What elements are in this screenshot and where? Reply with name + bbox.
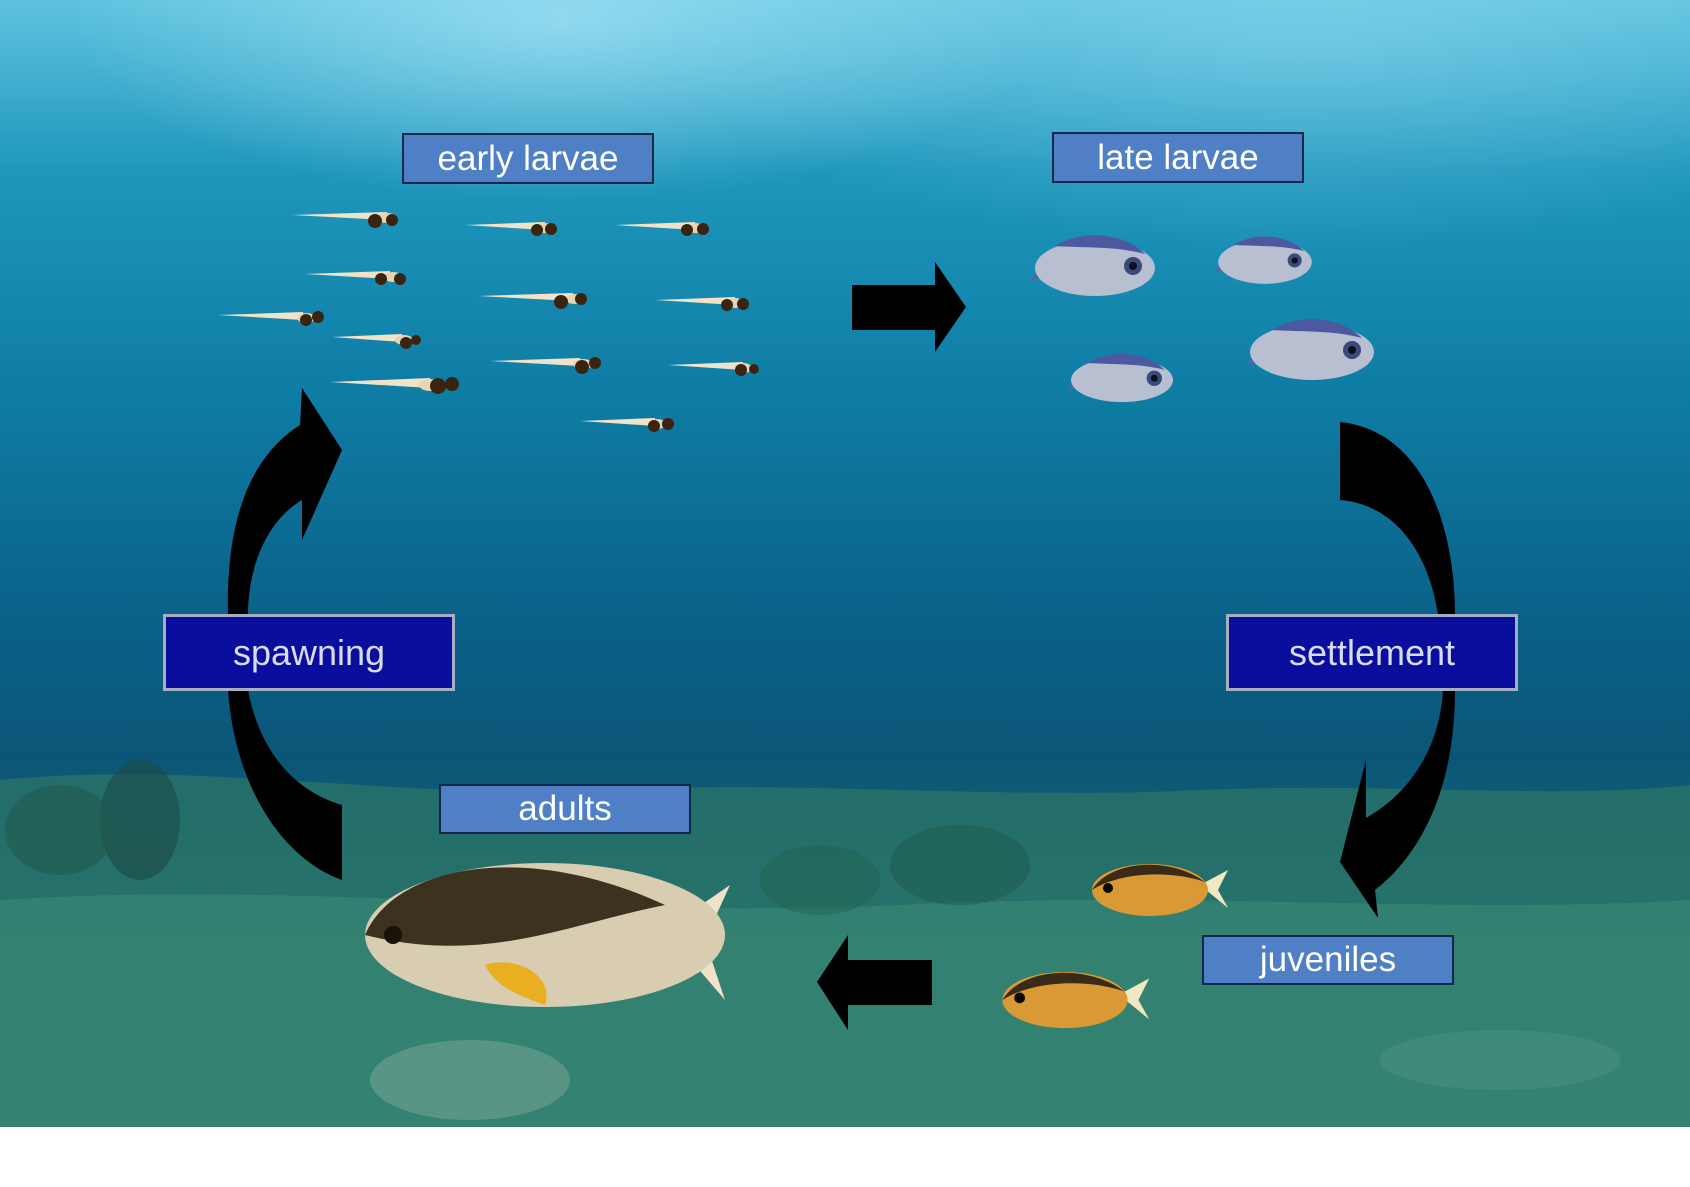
adult-fish [365,863,730,1007]
label-spawning: spawning [163,614,455,691]
bottom-margin [0,1127,1690,1187]
life-cycle-diagram [0,212,1690,1127]
early-larva [330,377,459,394]
late-larva [1214,236,1312,284]
juvenile-fish [1002,971,1150,1029]
early-larva [218,311,324,326]
label-juveniles: juveniles [1202,935,1454,985]
label-settlement: settlement [1226,614,1518,691]
late-larva [1066,353,1173,403]
arrow-spawning-to-early-larvae [227,388,342,615]
juvenile-fish [1092,864,1228,916]
arrow-juveniles-to-adults [817,935,932,1030]
early-larva [292,212,398,228]
juveniles-group [1002,864,1228,1029]
arrow-early-to-late [852,262,966,352]
early-larvae-school [218,212,759,432]
label-adults: adults [439,784,691,834]
arrow-late-to-settlement [1340,422,1455,615]
arrow-settlement-to-juveniles [1340,690,1455,918]
arrow-adults-to-spawning [228,690,342,880]
early-larva [465,222,557,236]
late-larva [1247,319,1374,380]
label-early-larvae: early larvae [402,133,654,184]
early-larva [332,334,421,349]
early-larva [305,271,406,285]
underwater-background: early larvae late larvae spawning settle… [0,0,1690,1127]
label-late-larvae: late larvae [1052,132,1304,183]
late-larva [1030,235,1155,296]
early-larva [490,357,601,374]
early-larva [580,418,674,432]
early-larva [655,297,749,311]
late-larvae-group [1030,235,1374,403]
early-larva [668,362,759,376]
early-larva [615,222,709,236]
early-larva [478,293,587,309]
